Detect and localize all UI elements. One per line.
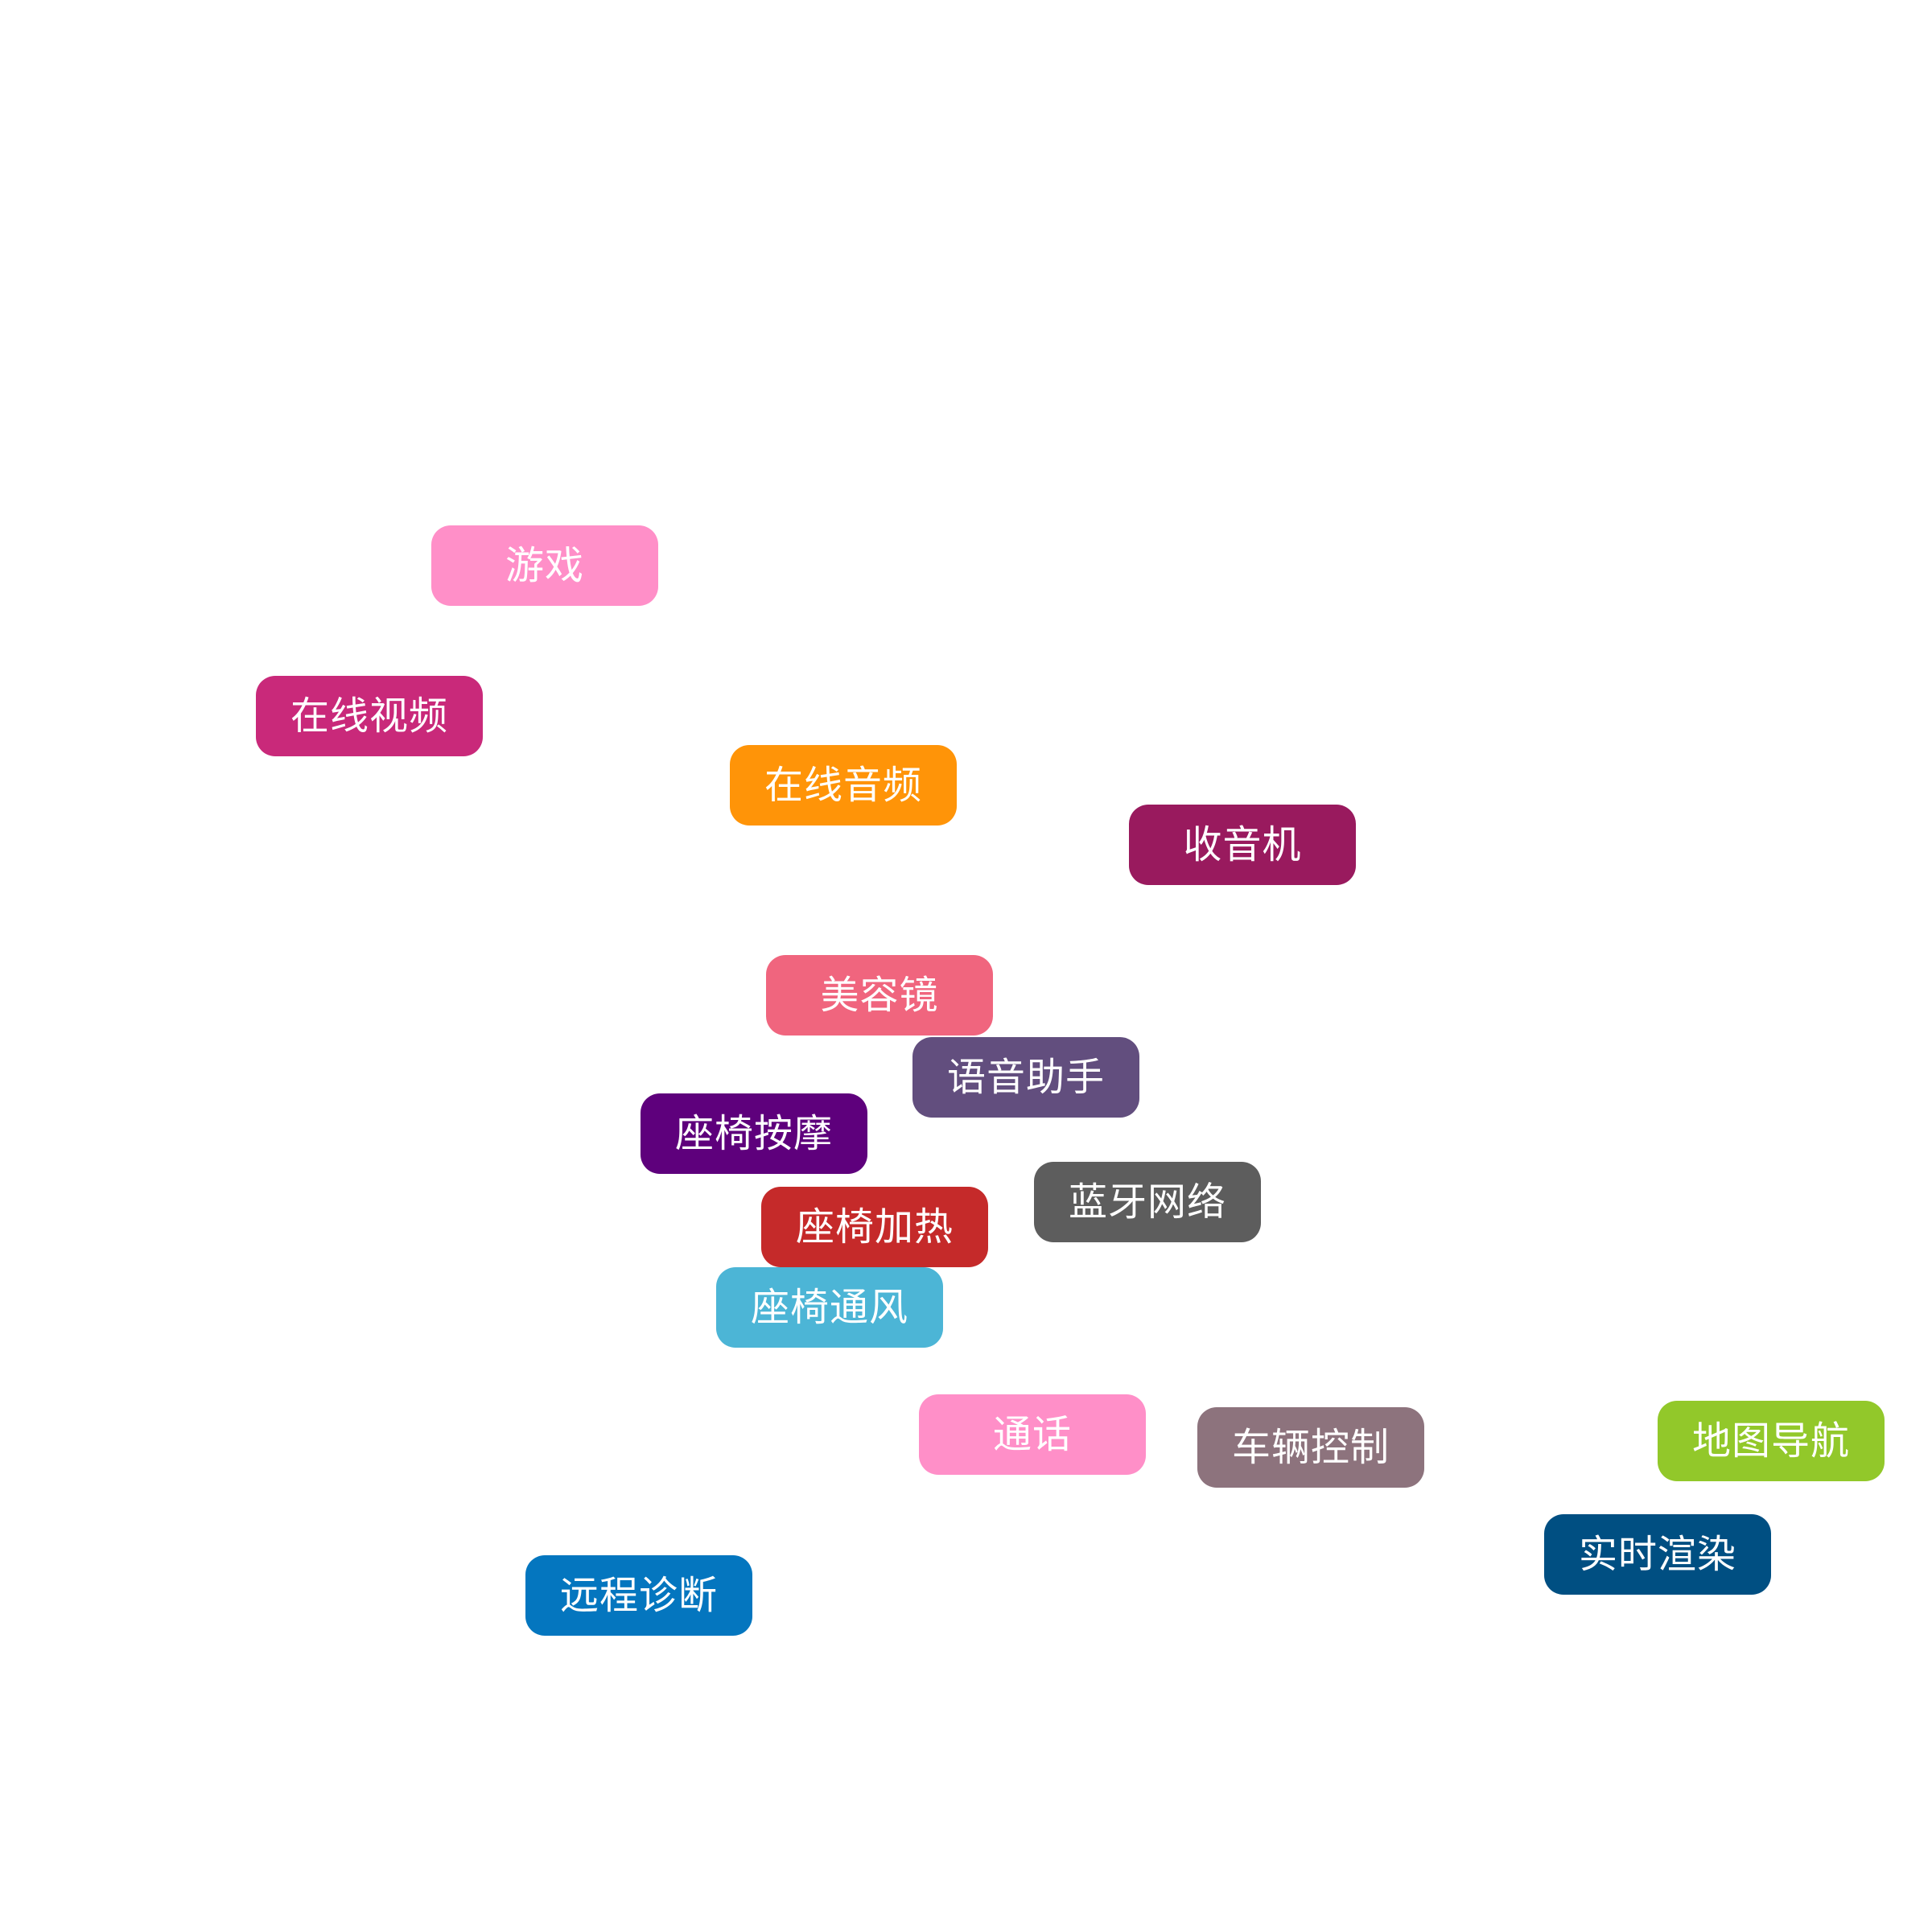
- scatter-point-label: 在线音频: [730, 745, 957, 826]
- scatter-point-label: 实时渲染: [1544, 1514, 1771, 1595]
- scatter-point-label: 车辆控制: [1197, 1407, 1424, 1488]
- scatter-point-label: 收音机: [1129, 805, 1356, 885]
- scatter-point-label: 地图导航: [1658, 1401, 1885, 1481]
- scatter-point-label: 座椅通风: [716, 1267, 943, 1348]
- scatter-point-label: 语音助手: [912, 1037, 1139, 1118]
- scatter-point-label: 座椅按摩: [641, 1093, 867, 1174]
- scatter-point-label: 在线视频: [256, 676, 483, 756]
- scatter-point-label: 通话: [919, 1394, 1146, 1475]
- scatter-point-label: 美容镜: [766, 955, 993, 1035]
- scatter-point-label: 游戏: [431, 525, 658, 606]
- scatter-point-label: 远程诊断: [525, 1555, 752, 1636]
- scatter-point-label: 座椅加热: [761, 1187, 988, 1267]
- scatter-point-label: 蓝牙网络: [1034, 1162, 1261, 1242]
